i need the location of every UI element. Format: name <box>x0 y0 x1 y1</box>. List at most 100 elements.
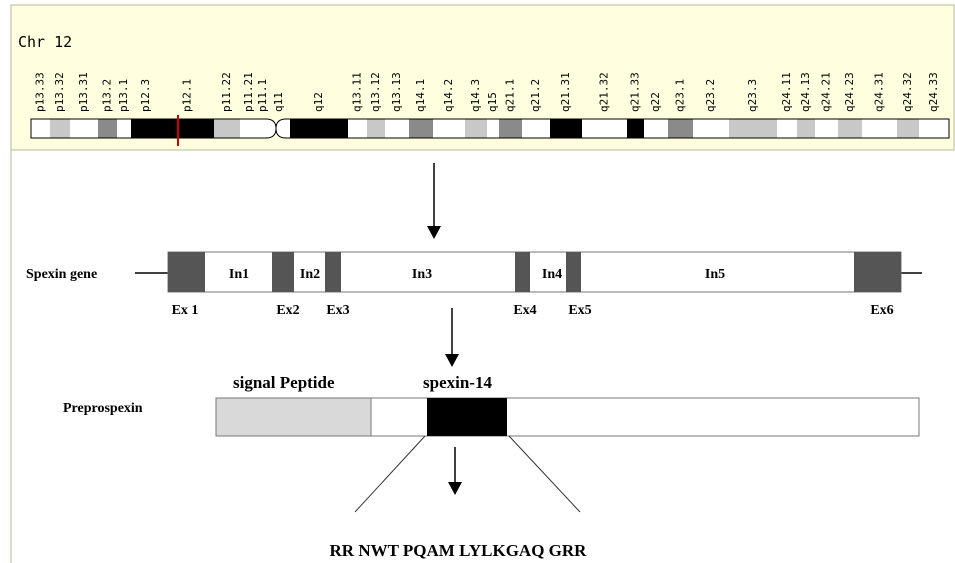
band-label-q24.33: q24.33 <box>927 72 940 112</box>
intron-label-5: In5 <box>705 267 725 282</box>
band-q24.23 <box>838 119 862 138</box>
exon-block-4 <box>515 252 530 292</box>
band-label-q24.21: q24.21 <box>820 72 833 112</box>
band-q23.2 <box>693 119 729 138</box>
spexin-14-label: spexin-14 <box>423 373 492 392</box>
band-label-q24.11: q24.11 <box>780 72 793 112</box>
band-label-p13.31: p13.31 <box>77 72 90 112</box>
zoom-line-right <box>508 435 581 513</box>
band-q21.2 <box>522 119 550 138</box>
band-q13.11 <box>348 119 367 138</box>
band-label-p13.32: p13.32 <box>53 72 66 112</box>
preprospexin-label: Preprospexin <box>63 401 143 416</box>
exon-label-1: Ex 1 <box>172 303 199 318</box>
band-label-q22: q22 <box>649 92 662 112</box>
arrow-gene-to-protein <box>445 308 459 367</box>
band-label-q13.11: q13.11 <box>351 72 364 112</box>
band-p13.2 <box>98 119 117 138</box>
exon-label-5: Ex5 <box>568 303 591 318</box>
band-p13.32 <box>50 119 70 138</box>
band-label-q13.12: q13.12 <box>369 72 382 112</box>
arrow-chromosome-to-gene <box>427 163 441 239</box>
chromosome-outline <box>30 118 950 139</box>
band-label-p13.1: p13.1 <box>117 79 130 112</box>
protein-structure: signal Peptide spexin-14 Preprospexin <box>63 373 920 437</box>
band-q23.1 <box>668 119 693 138</box>
band-label-q11: q11 <box>272 92 285 112</box>
band-label-q21.31: q21.31 <box>559 72 572 112</box>
band-label-p11.21: p11.21 <box>242 72 255 112</box>
band-label-p12.1: p12.1 <box>181 79 194 112</box>
band-q21.33 <box>627 119 644 138</box>
centromere-notch-bottom <box>266 128 286 138</box>
band-q13.12 <box>367 119 385 138</box>
band-p11.1 <box>258 119 268 138</box>
intron-label-1: In1 <box>229 267 249 282</box>
band-label-q24.23: q24.23 <box>843 72 856 112</box>
band-p11.22 <box>214 119 240 138</box>
exon-labels: Ex 1 Ex2 Ex3 Ex4 Ex5 Ex6 <box>172 303 894 318</box>
chromosome-bands <box>30 118 950 139</box>
band-p12.3 <box>131 119 161 138</box>
sequence-callout <box>354 435 581 513</box>
band-p13.33 <box>31 119 50 138</box>
zoom-line-left <box>354 435 426 513</box>
exon-block-6 <box>854 252 901 292</box>
band-label-q23.3: q23.3 <box>746 79 759 112</box>
exon-label-6: Ex6 <box>870 303 893 318</box>
band-q24.32 <box>897 119 919 138</box>
band-q13.13 <box>385 119 409 138</box>
band-label-q21.33: q21.33 <box>629 72 642 112</box>
band-label-q14.3: q14.3 <box>469 79 482 112</box>
band-label-q21.1: q21.1 <box>504 79 517 112</box>
band-label-q21.2: q21.2 <box>529 79 542 112</box>
centromere-notch-top <box>266 119 286 129</box>
band-label-q23.1: q23.1 <box>674 79 687 112</box>
band-label-q21.32: q21.32 <box>598 72 611 112</box>
band-q14.3 <box>465 119 487 138</box>
band-q24.33 <box>919 119 949 138</box>
band-label-p13.2: p13.2 <box>101 79 114 112</box>
exon-label-3: Ex3 <box>326 303 349 318</box>
band-q21.31 <box>550 119 582 138</box>
band-p12.1 <box>161 119 214 138</box>
band-label-p11.1: p11.1 <box>256 79 269 112</box>
intron-label-3: In3 <box>412 267 432 282</box>
band-label-q24.31: q24.31 <box>873 72 886 112</box>
gene-name-label: Spexin gene <box>26 267 97 282</box>
band-p13.31 <box>70 119 98 138</box>
band-q14.2 <box>433 119 465 138</box>
band-q22 <box>644 119 668 138</box>
band-q24.11 <box>777 119 797 138</box>
band-q14.1 <box>409 119 433 138</box>
exon-block-5 <box>566 252 581 292</box>
exon-label-4: Ex4 <box>513 303 536 318</box>
band-q15 <box>487 119 499 138</box>
band-q24.31 <box>862 119 897 138</box>
band-label-q13.13: q13.13 <box>390 72 403 112</box>
band-q21.32 <box>582 119 627 138</box>
band-q24.13 <box>797 119 815 138</box>
band-p11.21 <box>240 119 258 138</box>
band-label-q15: q15 <box>486 92 499 112</box>
exon-blocks <box>168 252 901 292</box>
spexin-sequence: RR NWT PQAM LYLKGAQ GRR <box>330 541 588 560</box>
intron-label-2: In2 <box>300 267 320 282</box>
exon-label-2: Ex2 <box>276 303 299 318</box>
band-q11 <box>268 119 290 138</box>
signal-peptide-region <box>215 397 372 437</box>
band-label-q14.1: q14.1 <box>414 79 427 112</box>
band-q12 <box>290 119 348 138</box>
exon-block-1 <box>168 252 205 292</box>
spexin-14-region <box>427 398 507 436</box>
band-label-p13.33: p13.33 <box>34 72 47 112</box>
band-q23.3 <box>729 119 777 138</box>
band-label-p11.22: p11.22 <box>220 72 233 112</box>
band-label-q23.2: q23.2 <box>704 79 717 112</box>
exon-block-2 <box>272 252 294 292</box>
